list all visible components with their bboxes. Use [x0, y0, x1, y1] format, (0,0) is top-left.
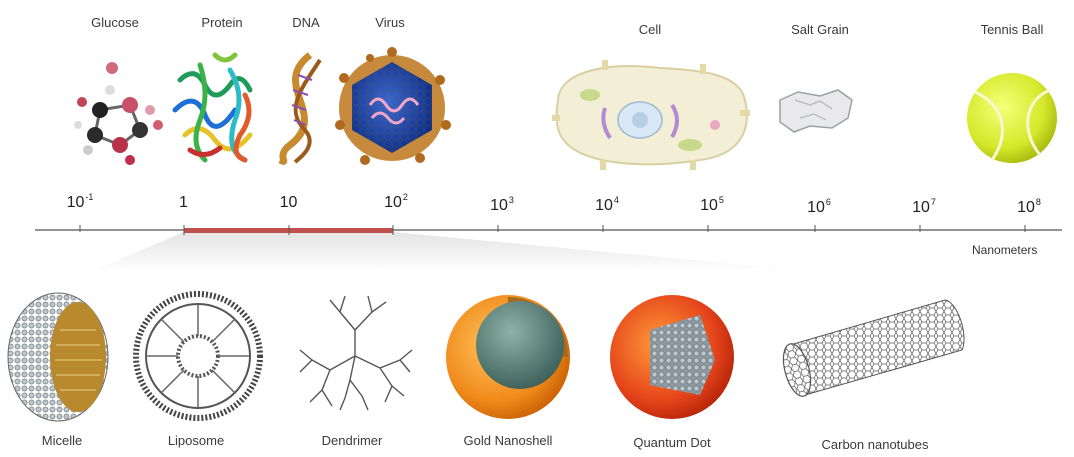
label-dna: DNA — [292, 15, 319, 30]
liposome-icon — [136, 294, 260, 418]
label-protein: Protein — [201, 15, 242, 30]
tick-label: 10-1 — [67, 192, 94, 212]
label-salt-grain: Salt Grain — [791, 22, 849, 37]
tick-label: 107 — [912, 197, 936, 217]
dendrimer-icon — [300, 296, 412, 410]
tick-label: 1 — [179, 192, 189, 212]
tick-label: 106 — [807, 197, 831, 217]
tick-label: 102 — [384, 192, 408, 212]
label-gold-nanoshell: Gold Nanoshell — [464, 433, 553, 448]
unit-label: Nanometers — [972, 243, 1037, 257]
zoom-fan — [90, 232, 820, 272]
protein-ribbon-icon — [175, 55, 250, 160]
dna-helix-icon — [280, 55, 320, 162]
label-quantum-dot: Quantum Dot — [633, 435, 710, 450]
label-glucose: Glucose — [91, 15, 139, 30]
label-tennis-ball: Tennis Ball — [981, 22, 1044, 37]
tick-label: 103 — [490, 195, 514, 215]
tennis-ball-icon — [967, 73, 1057, 163]
gold-nanoshell-icon — [446, 295, 570, 419]
label-liposome: Liposome — [168, 433, 224, 448]
micelle-icon — [8, 293, 108, 421]
label-carbon-nanotubes: Carbon nanotubes — [822, 437, 929, 452]
tick-label: 104 — [595, 195, 619, 215]
label-virus: Virus — [375, 15, 404, 30]
quantum-dot-icon — [610, 295, 734, 419]
tick-label: 105 — [700, 195, 724, 215]
virus-icon — [335, 47, 451, 165]
carbon-nanotube-icon — [778, 300, 964, 399]
label-dendrimer: Dendrimer — [322, 433, 383, 448]
salt-grain-icon — [780, 90, 852, 132]
label-cell: Cell — [639, 22, 661, 37]
cell-icon — [552, 60, 750, 170]
tick-label: 10 — [280, 192, 299, 212]
label-micelle: Micelle — [42, 433, 82, 448]
tick-label: 108 — [1017, 197, 1041, 217]
glucose-molecule-icon — [74, 62, 163, 165]
